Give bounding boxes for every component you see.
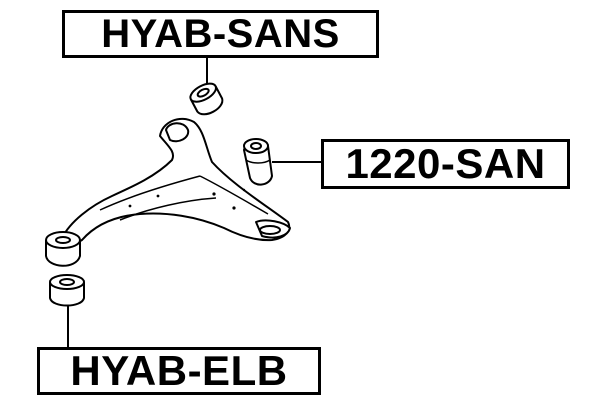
part-label-right: 1220-SAN [321, 139, 570, 189]
bushing-right [242, 138, 274, 186]
part-label-bottom: HYAB-ELB [37, 347, 321, 395]
arm-front-bushing [45, 231, 81, 267]
bushing-top [189, 82, 224, 116]
bushing-bottom [49, 274, 85, 307]
part-label-top: HYAB-SANS [62, 10, 379, 58]
control-arm [61, 117, 291, 244]
